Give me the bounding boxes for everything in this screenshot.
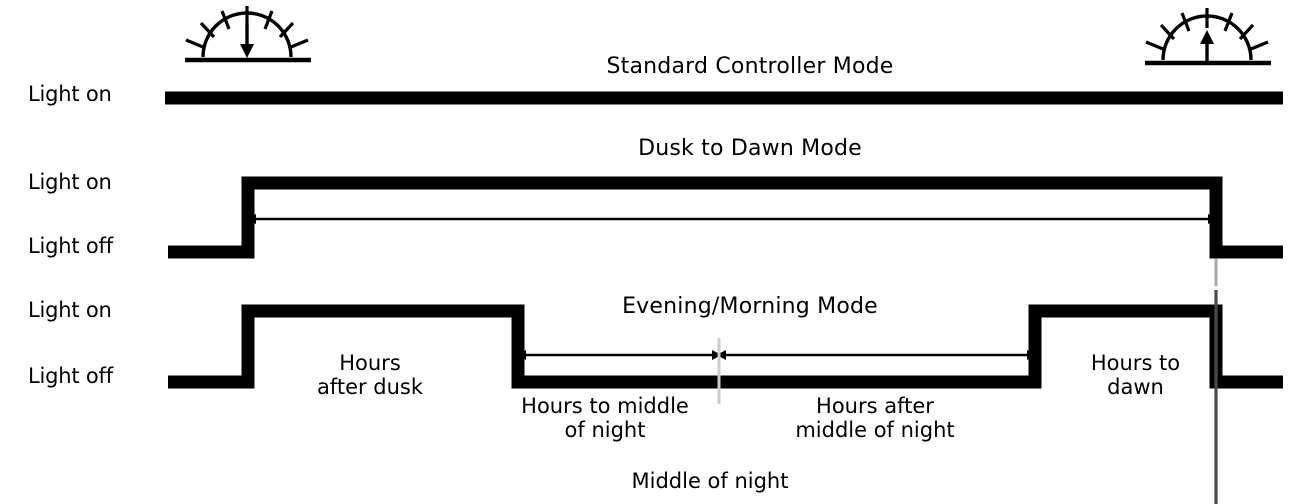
label-standard-light-on: Light on (28, 82, 112, 106)
label-dusk-dawn-light-on: Light on (28, 170, 112, 194)
label-evening-morning-light-on: Light on (28, 298, 112, 322)
title-evening-morning-mode: Evening/Morning Mode (622, 294, 878, 319)
title-standard-controller-mode: Standard Controller Mode (606, 54, 894, 79)
sunset-icon (185, 6, 311, 63)
caption-middle-of-night: Middle of night (631, 469, 789, 493)
span-label-hours-to-dawn: Hours to dawn (1090, 351, 1181, 399)
span-label-hours-to-middle-of-night: Hours to middle of night (521, 394, 689, 442)
waveform-evening-morning-mode (168, 304, 1283, 389)
sunrise-icon (1145, 8, 1271, 66)
waveform-dusk-to-dawn-mode (168, 176, 1283, 259)
span-label-hours-after-dusk: Hours after dusk (316, 351, 424, 399)
title-dusk-to-dawn-mode: Dusk to Dawn Mode (638, 136, 862, 161)
label-dusk-dawn-light-off: Light off (28, 234, 113, 258)
span-label-hours-after-middle-of-night: Hours after middle of night (795, 394, 955, 442)
label-evening-morning-light-off: Light off (28, 364, 113, 388)
